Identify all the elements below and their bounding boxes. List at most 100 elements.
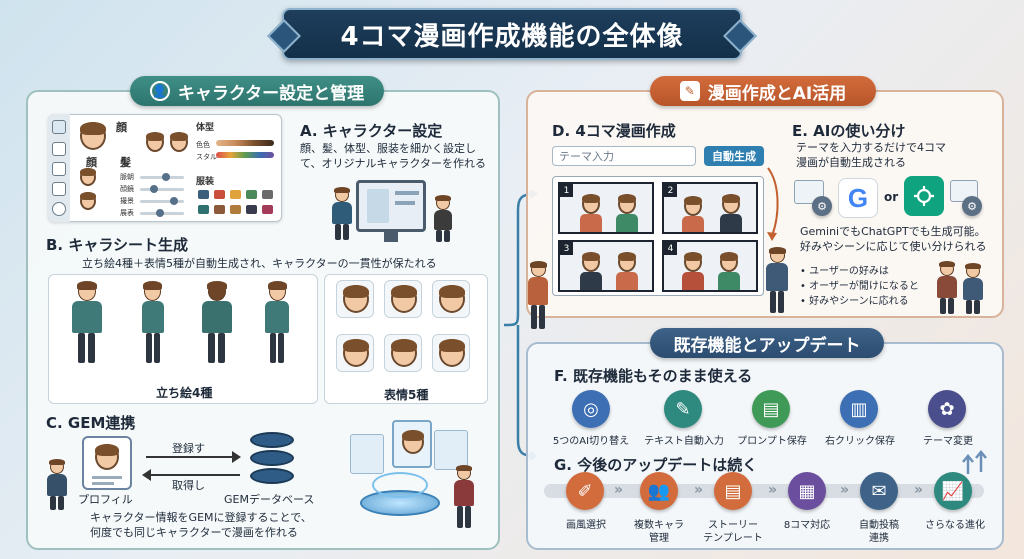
hair-label: 髪 [120,156,131,169]
color-swatch[interactable] [262,190,273,199]
color-swatch[interactable] [214,190,225,199]
color-swatch[interactable] [230,205,241,214]
hologram-ring [372,472,428,498]
hair-tab-icon [52,162,66,176]
manga-panel-3: 3 [558,240,654,292]
color-swatch[interactable] [198,190,209,199]
section-f-title: F. 既存機能もそのまま使える [554,367,753,385]
section-e-title: E. AIの使い分け [792,122,906,140]
list-tab-icon [52,142,66,156]
profile-label: プロフィル [78,493,133,506]
color-swatch[interactable] [262,205,273,214]
color-label: 色色 [196,141,210,149]
feature-label: テキスト自動入力 [644,436,724,447]
expression-face [384,280,422,318]
person-icon: 👤 [149,81,170,101]
monitor-stand [384,232,398,242]
face-option-icon [170,132,188,152]
roadmap-step-label: 画風選択 [566,520,606,531]
manga-panel-4: 4 [662,240,758,292]
chevron-right-icon: » [840,482,850,498]
standing-pose [200,281,232,364]
expression-face [432,334,470,372]
face-option-icon [146,132,164,152]
auto-generate-button[interactable]: 自動生成 [704,146,764,166]
theme-input[interactable]: テーマ入力 [552,146,696,166]
grid-8-icon: ▦ [788,472,826,510]
person-illustration [330,187,354,240]
expression-face [432,280,470,318]
page-title: 4コマ漫画作成機能の全体像 [340,21,684,52]
section-e-desc: 漫画が自動生成される [796,156,906,169]
standing-pose [262,281,292,364]
skin-color-bar[interactable] [216,140,274,146]
growth-chart-icon: 📈 [934,472,972,510]
expression-label: 表情5種 [384,388,429,402]
color-swatch[interactable] [198,205,209,214]
roadmap-step-label: 管理 [649,533,669,544]
gear-icon: ⚙ [812,196,832,216]
monitor-illustration [356,180,426,232]
section-e-desc: 好みやシーンに応じて使い分けられる [800,240,987,253]
slider-label: 顔鏡 [120,185,134,193]
expression-face [336,334,374,372]
title-banner: 4コマ漫画作成機能の全体像 [282,8,742,60]
roadmap-step-label: 複数キャラ [634,520,684,531]
slider-label: 展表 [120,209,134,217]
arrow-head-left-icon [142,469,151,481]
feature-label: テーマ変更 [923,436,973,447]
feature-label: 右クリック保存 [825,436,895,447]
standing-pose [70,281,102,364]
person-illustration [526,261,550,330]
color-swatch[interactable] [230,190,241,199]
document-icon: ✎ [679,81,700,101]
setting-slider[interactable] [140,173,184,181]
ai-switch-icon: ◎ [572,390,610,428]
fetch-label: 取得し [172,479,205,492]
roadmap-step-label: 8コマ対応 [783,520,831,531]
section-c-title: C. GEM連携 [46,414,136,432]
brush-icon: ✐ [566,472,604,510]
roadmap-step-label: さらなる進化 [925,520,985,531]
character-section-header: 👤 キャラクター設定と管理 [130,76,384,106]
person-illustration [46,459,68,510]
manga-ai-header-label: 漫画作成とAI活用 [707,83,847,104]
section-a-title: A. キャラクター設定 [300,122,443,140]
person-illustration [764,247,790,314]
register-arrow [146,456,236,458]
roadmap-step-label: テンプレート [703,533,763,544]
users-icon: 👥 [640,472,678,510]
hair-option-icon [80,168,96,186]
bullet-item: • 好みやシーンに応れる [800,296,909,307]
section-g-title: G. 今後のアップデートは続く [554,456,758,474]
hologram-card [392,420,432,468]
section-e-desc: GeminiでもChatGPTでも生成可能。 [800,225,986,238]
color-swatch[interactable] [246,190,257,199]
manga-panel-1: 1 [558,182,654,234]
setting-slider[interactable] [140,209,184,217]
prompt-save-icon: ▤ [752,390,790,428]
register-label: 登録す [172,442,205,455]
clothes-label: 服装 [196,177,215,187]
style-color-bar[interactable] [216,152,274,158]
chatgpt-logo-icon [904,176,944,216]
hologram-card [434,430,468,470]
setting-slider[interactable] [140,197,184,205]
color-swatch[interactable] [214,205,225,214]
user-tab-icon [52,120,66,134]
setting-slider[interactable] [140,185,184,193]
gear-icon [52,202,66,216]
person-illustration [962,263,984,314]
mail-upload-icon: ✉ [860,472,898,510]
text-input-icon: ✎ [664,390,702,428]
section-a-desc: て、オリジナルキャラクターを作れる [300,157,487,170]
chevron-right-icon: » [768,482,778,498]
hair-option-icon [80,192,96,210]
chevron-right-icon: » [614,482,624,498]
feature-label: 5つのAI切り替え [552,436,630,447]
features-section-header: 既存機能とアップデート [650,328,884,358]
flow-arrow [767,167,779,241]
palette-icon: ✿ [928,390,966,428]
color-swatch[interactable] [246,205,257,214]
character-header-label: キャラクター設定と管理 [177,83,365,104]
